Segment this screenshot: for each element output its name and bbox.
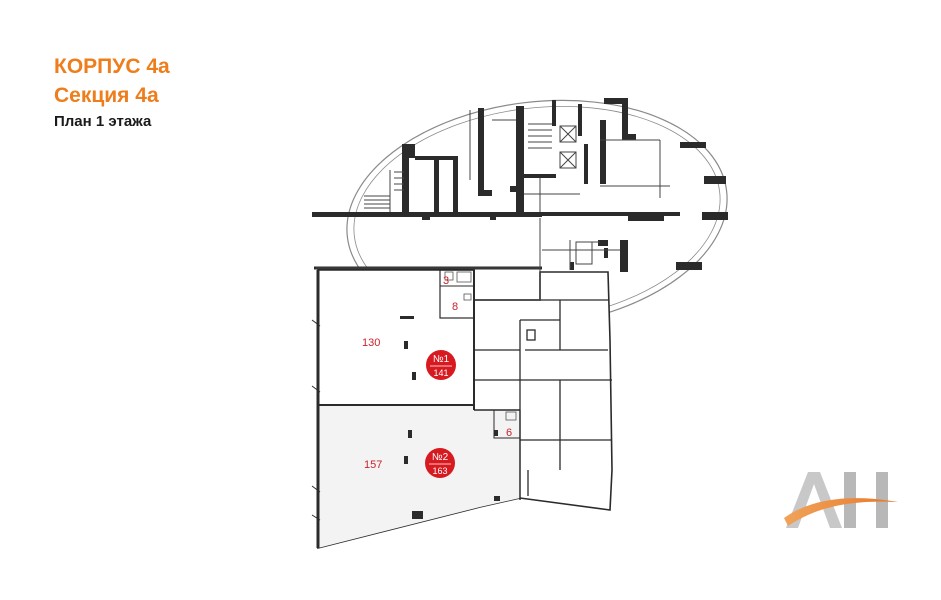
plan-header: КОРПУС 4а Секция 4а План 1 этажа xyxy=(54,52,170,133)
building-title: КОРПУС 4а xyxy=(54,55,170,78)
room-number-3: 3 xyxy=(443,275,449,287)
unit-area: 163 xyxy=(432,466,447,476)
floor-plan-title: План 1 этажа xyxy=(54,113,152,130)
room-number-157: 157 xyxy=(364,459,382,471)
upper-walls xyxy=(312,98,728,272)
badge-circle xyxy=(425,448,455,478)
room-number-6: 6 xyxy=(506,427,512,439)
badge-circle xyxy=(426,350,456,380)
unit-label: №2 xyxy=(432,452,449,463)
unit-label: №1 xyxy=(433,354,450,365)
section-title: Секция 4а xyxy=(54,84,159,107)
upper-interior xyxy=(316,110,670,300)
unit-area: 141 xyxy=(433,368,448,378)
room-number-8: 8 xyxy=(452,301,458,313)
unit-badge-1[interactable]: №1 141 xyxy=(426,350,456,380)
unit-badge-2[interactable]: №2 163 xyxy=(425,448,455,478)
logo-swoosh xyxy=(784,498,898,526)
room-number-130: 130 xyxy=(362,337,380,349)
ah-logo xyxy=(784,472,898,528)
lower-premises xyxy=(311,266,613,550)
